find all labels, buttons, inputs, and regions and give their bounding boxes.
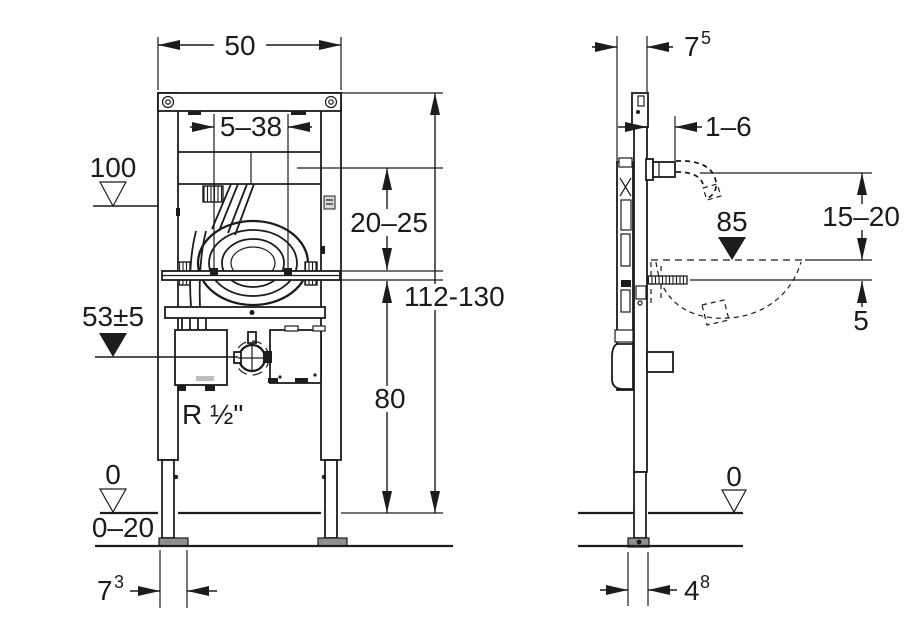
drain-height-label: 53±5 (82, 301, 144, 332)
foot-width-label: 7 (97, 575, 113, 606)
front-view-drawing (157, 92, 348, 547)
dim-total-height: 112-130 (402, 93, 505, 513)
dim-tap-offset-range: 5–38 (190, 111, 312, 142)
floor-zero-side-label: 0 (726, 461, 742, 492)
datum-floor-zero-front: 0 (98, 459, 128, 514)
rim-to-rod-label: 5 (853, 305, 869, 336)
frame-label-plate (323, 195, 336, 210)
leg-width-sup-label: 8 (700, 572, 710, 592)
label-thread-size: R ½" (182, 399, 243, 430)
dim-spout-to-basin: 15–20 (822, 173, 901, 260)
trap-assembly (189, 219, 310, 307)
dim-rail-to-floor: 80 (373, 281, 407, 513)
thread-size-label: R ½" (182, 399, 243, 430)
dim-spout-protrusion: 1–6 (618, 111, 752, 142)
mounting-rail (161, 268, 341, 281)
tap-height-label: 100 (90, 152, 137, 183)
frame-depth-sup-label: 5 (701, 28, 711, 48)
side-leg (627, 471, 650, 548)
frame-width-label: 50 (224, 30, 255, 61)
tap-offset-label: 5–38 (220, 111, 282, 142)
datum-tap-height: 100 (90, 152, 158, 208)
basin-outline (650, 259, 872, 326)
tap-to-rail-label: 20–25 (350, 207, 428, 238)
side-column (611, 157, 634, 391)
spout-to-basin-label: 15–20 (822, 201, 900, 232)
label-floor-adjust-range: 0–20 (92, 512, 154, 543)
datum-drain-height: 53±5 (82, 301, 238, 358)
dim-leg-width: 4 8 (600, 572, 710, 606)
floor-adjust-label: 0–20 (92, 512, 154, 543)
dim-frame-width: 50 (158, 30, 341, 61)
dim-tap-to-rail: 20–25 (350, 168, 428, 270)
datum-basin-height: 85 (716, 206, 748, 260)
floor-zero-front-label: 0 (105, 459, 121, 490)
threaded-rod (647, 275, 872, 285)
drain-plate-assembly (174, 325, 326, 391)
spout-connection (645, 158, 722, 201)
supply-hoses (202, 183, 255, 236)
dim-frame-depth: 7 5 (592, 28, 711, 62)
leg-width-label: 4 (684, 575, 700, 606)
side-view-drawing (611, 92, 872, 548)
leader-lines (157, 36, 872, 608)
floor-lines (95, 511, 743, 548)
dim-rim-to-rod: 5 (853, 281, 869, 336)
rail-to-floor-label: 80 (374, 383, 405, 414)
dim-foot-width: 7 3 (97, 572, 217, 606)
datum-floor-zero-side: 0 (720, 461, 748, 514)
foot-width-sup-label: 3 (114, 572, 124, 592)
spout-protrusion-label: 1–6 (705, 111, 752, 142)
front-legs (158, 459, 348, 547)
basin-height-label: 85 (716, 206, 747, 237)
frame-depth-label: 7 (684, 31, 700, 62)
total-height-label: 112-130 (404, 281, 505, 312)
